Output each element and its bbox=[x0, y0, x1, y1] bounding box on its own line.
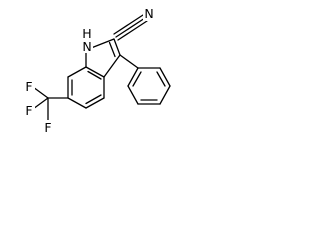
bond-c3a-c7a-inner bbox=[87, 70, 102, 80]
trifluoromethyl-group bbox=[32, 86, 69, 122]
nitrile-bond-b bbox=[113, 14, 144, 35]
bond-c-f2 bbox=[32, 97, 49, 110]
bond-c3-phenyl bbox=[119, 54, 139, 69]
phenyl-bond-5 bbox=[127, 85, 139, 105]
bond-c2-c3 bbox=[113, 38, 121, 56]
atom-labels: N H N F F F bbox=[23, 6, 155, 135]
f1-label: F bbox=[25, 79, 32, 94]
n1-label-bg bbox=[81, 39, 93, 53]
f2-label: F bbox=[25, 103, 32, 118]
phenyl-bond-3 bbox=[159, 85, 171, 105]
f1-label-bg bbox=[23, 79, 35, 93]
bond-c6-c5 bbox=[67, 97, 87, 109]
nitrile-bond-c bbox=[117, 20, 148, 41]
n1-label: N bbox=[82, 39, 91, 54]
nitrile-n-label-bg bbox=[143, 7, 155, 21]
phenyl-bond-2-inner bbox=[156, 71, 166, 87]
phenyl-ring bbox=[119, 54, 171, 105]
bond-c4-c3a bbox=[67, 66, 87, 78]
f2-label-bg bbox=[23, 103, 35, 117]
bond-c7-c6 bbox=[85, 97, 105, 109]
f3-label: F bbox=[44, 120, 51, 135]
phenyl-bond-6-inner bbox=[132, 71, 142, 87]
nitrile-n-label: N bbox=[144, 6, 153, 21]
bond-c3a-c7a bbox=[85, 66, 105, 78]
f3-label-bg bbox=[42, 120, 54, 134]
phenyl-bond-2 bbox=[159, 67, 171, 87]
phenyl-bond-6 bbox=[127, 67, 139, 87]
bond-c2-c3-inner bbox=[108, 41, 116, 58]
bond-c-f1 bbox=[32, 86, 49, 99]
structure-diagram: N H N F F F bbox=[23, 6, 171, 135]
nitrile-group bbox=[113, 14, 148, 41]
bond-c7a-c3 bbox=[103, 54, 121, 78]
nitrile-bond-a bbox=[115, 17, 146, 38]
bond-c7-c6-inner bbox=[85, 94, 102, 105]
n1-h-label: H bbox=[82, 26, 91, 41]
benzene-ring-fused bbox=[67, 66, 105, 109]
